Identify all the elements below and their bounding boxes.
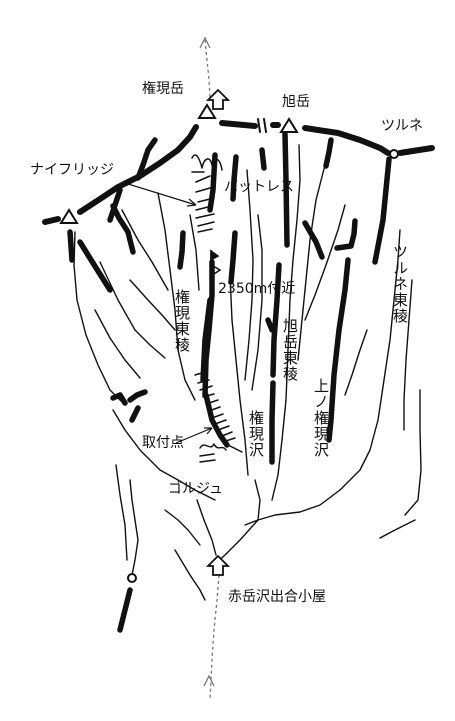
summit-markers <box>59 103 299 224</box>
house-arrow-markers <box>205 88 231 576</box>
trail-arrow-bottom <box>203 674 215 687</box>
triangle-icon <box>197 103 217 119</box>
house-arrow-icon <box>205 88 231 110</box>
label-hut: 赤岳沢出合小屋 <box>228 589 326 605</box>
label-tsurune: ツルネ <box>381 118 423 134</box>
ridge-break-ticks <box>257 118 267 133</box>
label-asahidake-east-ridge: 旭岳東稜 <box>281 318 299 382</box>
label-tsurune-east-ridge: ツルネ東稜 <box>391 244 409 324</box>
flag-icon <box>210 249 222 276</box>
label-toritsuki: 取付点 <box>142 435 184 451</box>
label-knife-ridge: ナイフリッジ <box>30 162 114 178</box>
label-buttress: バットレス <box>224 179 294 195</box>
house-arrow-icon <box>205 554 231 576</box>
label-gorge: ゴルジュ <box>168 481 224 497</box>
dotted-trail-top <box>204 39 211 98</box>
triangle-icon <box>279 117 299 133</box>
spur-ridges <box>67 131 392 633</box>
label-kaminogongen-sawa: 上ノ権現沢 <box>312 378 330 458</box>
label-gongendake: 権現岳 <box>142 81 184 97</box>
gorge-hatching <box>199 443 243 463</box>
trail-arrow-top <box>199 36 211 49</box>
knife-ridge-pointer <box>124 182 197 206</box>
main-ridge <box>42 120 435 225</box>
toritsuki-pointer <box>175 427 213 444</box>
circle-icon <box>127 573 137 583</box>
label-gongen-sawa: 権現沢 <box>247 410 265 458</box>
col-markers <box>127 149 399 583</box>
buttress-hatching <box>191 154 223 233</box>
east-ridge-hatching <box>194 371 236 442</box>
label-near-2350: 2350m付近 <box>218 281 296 297</box>
triangle-icon <box>59 208 79 224</box>
dotted-trail-bottom <box>209 574 220 701</box>
streams <box>73 144 422 601</box>
label-gongen-east-ridge: 権現東稜 <box>173 289 191 353</box>
label-asahidake: 旭岳 <box>282 94 310 110</box>
gongen-ridge-line <box>200 297 213 383</box>
circle-icon <box>389 149 399 159</box>
